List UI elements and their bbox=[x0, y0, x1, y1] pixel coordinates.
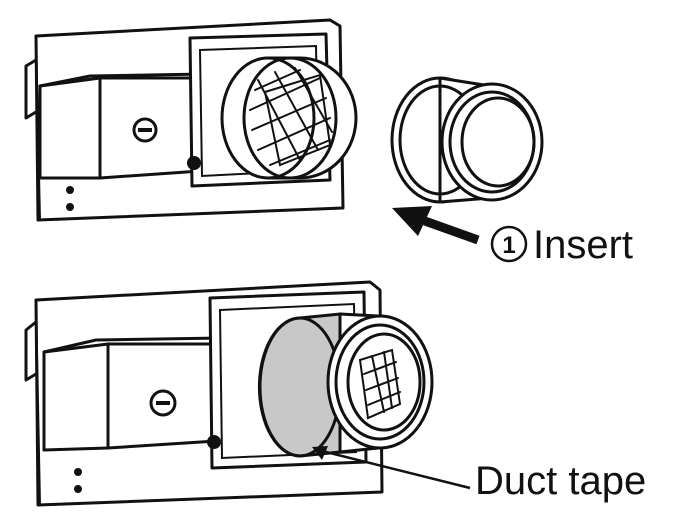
housing-screw bbox=[149, 389, 177, 417]
connected-duct bbox=[257, 312, 434, 458]
duct-tape-leader bbox=[317, 448, 471, 490]
insert-arrow bbox=[392, 206, 480, 245]
housing-screw bbox=[132, 117, 158, 143]
duct-collar bbox=[220, 56, 358, 180]
mounting-hole bbox=[66, 203, 74, 211]
mounting-hole bbox=[74, 485, 82, 493]
side-bracket bbox=[24, 320, 38, 382]
fan-unit-after bbox=[24, 280, 434, 507]
duct-tape-label: Duct tape bbox=[475, 459, 646, 503]
duct-connector bbox=[390, 76, 544, 204]
step-1-label: 1 Insert bbox=[490, 223, 633, 267]
motor-housing bbox=[42, 342, 234, 452]
side-bracket bbox=[24, 58, 38, 120]
step-number-badge bbox=[490, 225, 528, 263]
fan-unit-before bbox=[24, 18, 358, 222]
mounting-hole bbox=[66, 186, 74, 194]
step-number: 1 bbox=[502, 232, 515, 259]
step-label: Insert bbox=[533, 223, 633, 267]
mounting-hole bbox=[74, 468, 82, 476]
